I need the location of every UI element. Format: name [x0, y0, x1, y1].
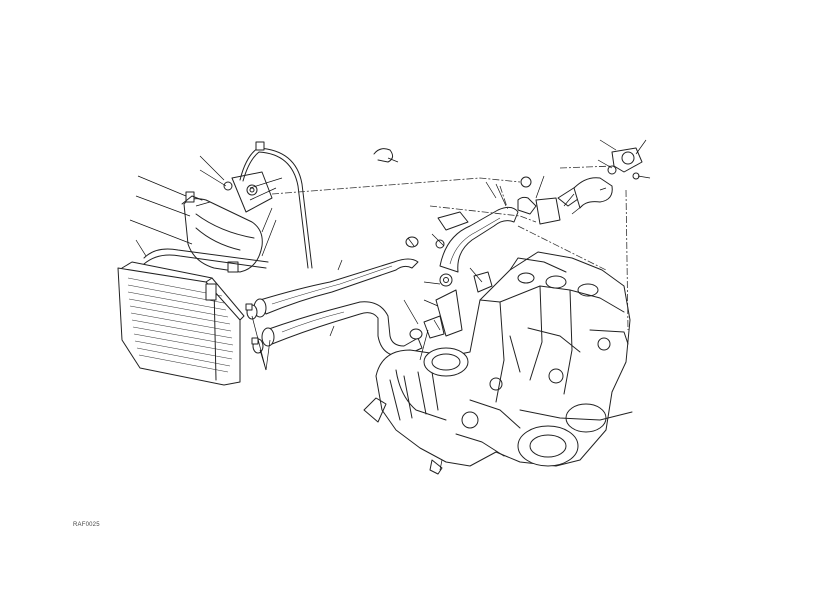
tank-bracket	[223, 171, 273, 213]
callout-leaders	[129, 139, 651, 471]
water-pump-fitting	[423, 271, 493, 339]
radiator-lower-hose	[261, 301, 423, 357]
breather-hose	[143, 248, 269, 263]
figure-reference-code: RAF0025	[73, 522, 100, 528]
upper-right-fittings	[517, 147, 643, 225]
hose-clip	[373, 148, 394, 163]
thermostat-hose	[435, 206, 519, 273]
assembly-lines	[271, 165, 629, 331]
engine-assembly	[363, 251, 633, 475]
radiator	[117, 261, 245, 386]
